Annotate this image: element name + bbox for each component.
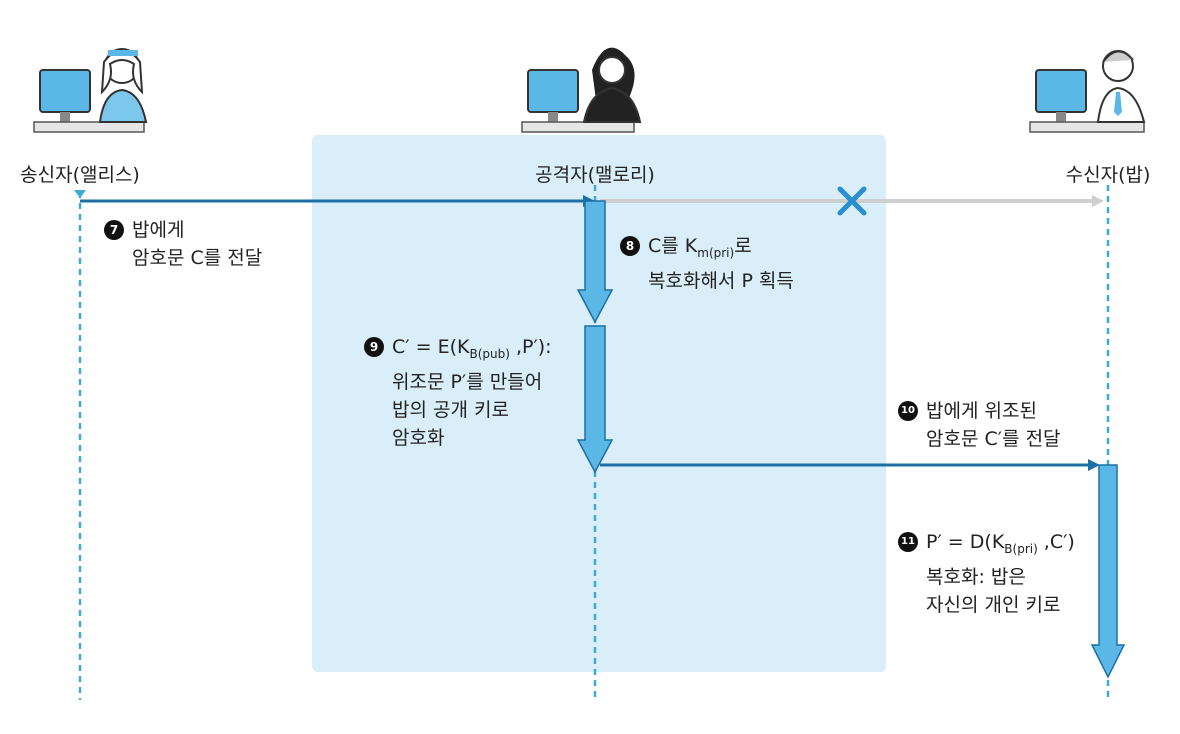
start-marker xyxy=(74,190,86,198)
blocked-arrow-head xyxy=(1092,195,1104,207)
step-11-badge: 11 xyxy=(898,532,918,552)
step-9-subscript: B(pub) xyxy=(469,346,510,361)
step-9-text-b: ,P′): xyxy=(509,336,552,358)
step-11-text-b: ,C′) xyxy=(1037,531,1075,553)
step-8-line-2: 복호화해서 P 획득 xyxy=(648,269,794,292)
process-arrow-bob-decrypt xyxy=(1090,464,1126,679)
step-9-line-4: 암호화 xyxy=(392,426,445,449)
step-8-badge: 8 xyxy=(620,236,640,256)
blocked-x-icon xyxy=(837,186,867,216)
attacker-label: 공격자(맬로리) xyxy=(535,164,655,186)
arrow-attacker-to-receiver-head xyxy=(1088,459,1100,471)
alice-figure xyxy=(33,48,148,133)
step-9-badge: 9 xyxy=(364,337,384,357)
step-7-badge: 7 xyxy=(104,220,124,240)
step-9-line-3: 밥의 공개 키로 xyxy=(392,398,509,421)
step-10-line-1: 밥에게 위조된 xyxy=(926,400,1037,422)
step-8-text-a: C를 K xyxy=(648,235,698,257)
process-arrow-encrypt xyxy=(576,325,614,474)
step-11-text-a: P′ = D(K xyxy=(926,531,1005,553)
step-9-text-a: C′ = E(K xyxy=(392,336,470,358)
step-11-line-3: 자신의 개인 키로 xyxy=(926,593,1061,616)
process-arrow-decrypt xyxy=(576,200,614,324)
step-7: 7 밥에게 암호문 C를 전달 xyxy=(104,216,262,272)
step-11-subscript: B(pri) xyxy=(1004,541,1038,556)
step-7-line-1: 밥에게 xyxy=(132,219,185,241)
step-7-line-2: 암호문 C를 전달 xyxy=(132,247,263,269)
step-10: 10 밥에게 위조된 암호문 C′를 전달 xyxy=(898,397,1061,453)
step-11: 11 P′ = D(KB(pri) ,C′) 복호화: 밥은 자신의 개인 키로 xyxy=(898,528,1075,619)
mallory-figure xyxy=(521,47,642,133)
receiver-label: 수신자(밥) xyxy=(1065,164,1151,186)
step-8-text-b: 로 xyxy=(734,235,752,257)
step-9: 9 C′ = E(KB(pub) ,P′): 위조문 P′를 만들어 밥의 공개… xyxy=(364,333,552,452)
sender-label: 송신자(앨리스) xyxy=(20,164,140,186)
step-11-line-2: 복호화: 밥은 xyxy=(926,565,1026,588)
step-8: 8 C를 Km(pri)로 복호화해서 P 획득 xyxy=(620,232,794,295)
step-8-subscript: m(pri) xyxy=(697,245,735,260)
step-9-line-2: 위조문 P′를 만들어 xyxy=(392,370,543,393)
step-10-badge: 10 xyxy=(898,401,918,421)
step-10-line-2: 암호문 C′를 전달 xyxy=(926,428,1061,450)
bob-figure xyxy=(1029,50,1146,133)
